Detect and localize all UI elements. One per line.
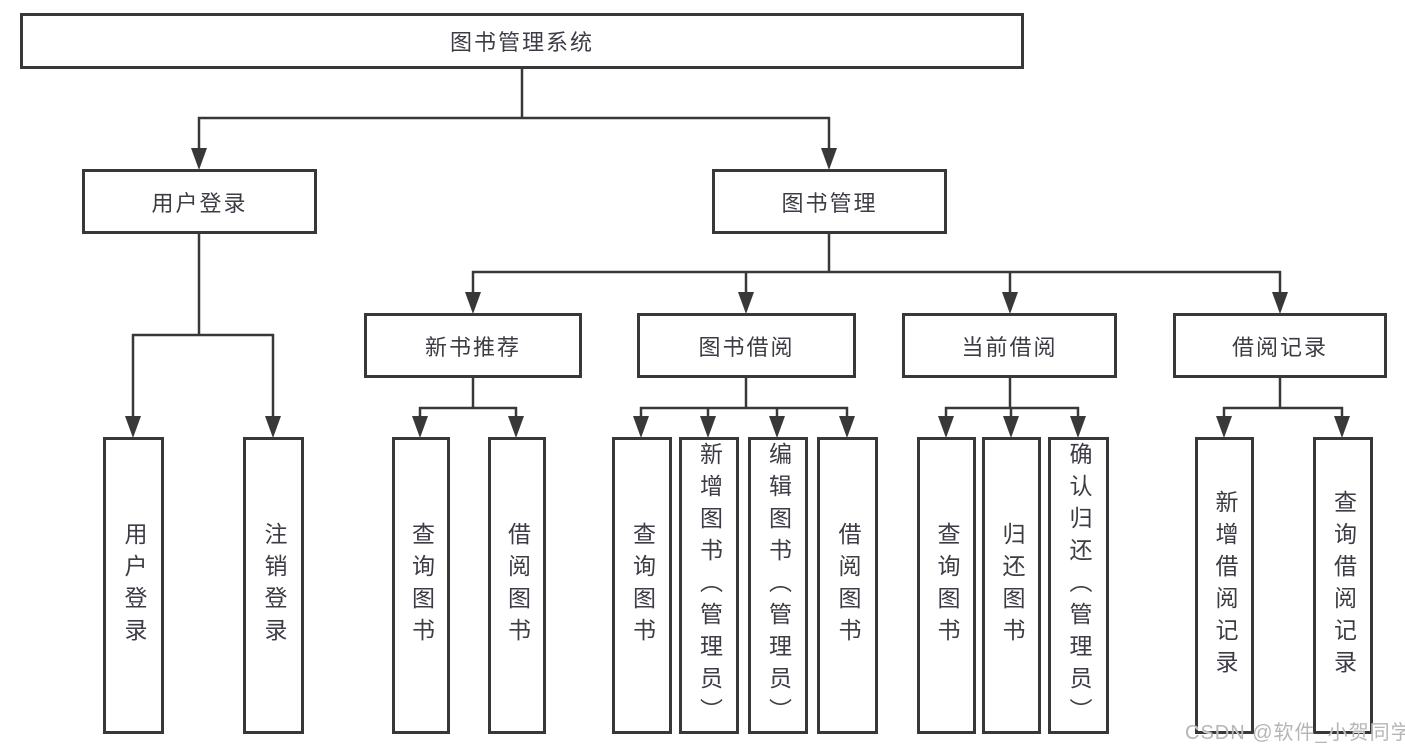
node-label: 借阅记录 bbox=[1231, 334, 1328, 360]
node-current-borrowing: 当前借阅 bbox=[902, 313, 1117, 378]
node-book-management: 图书管理 bbox=[712, 169, 947, 234]
arrowhead-icon bbox=[633, 416, 649, 438]
leaf-label: 查询图书 bbox=[629, 521, 656, 650]
arrowhead-icon bbox=[769, 416, 785, 438]
leaf-label: 查询借阅记录 bbox=[1330, 489, 1357, 682]
node-label: 图书借阅 bbox=[698, 334, 795, 360]
leaf-borrowing-add-books-admin: 新增图书（管理员） bbox=[679, 437, 739, 734]
connector-current-borrowing-branch bbox=[938, 377, 1086, 438]
leaf-label: 注销登录 bbox=[261, 521, 287, 650]
leaf-recommend-borrow-books: 借阅图书 bbox=[488, 437, 546, 734]
arrowhead-icon bbox=[125, 416, 141, 438]
arrowhead-icon bbox=[508, 416, 524, 438]
leaf-records-add-record: 新增借阅记录 bbox=[1195, 437, 1254, 734]
connector-user-login-branch bbox=[125, 233, 281, 438]
arrowhead-icon bbox=[1070, 416, 1086, 438]
leaf-current-query-books: 查询图书 bbox=[917, 437, 976, 734]
arrowhead-icon bbox=[465, 292, 481, 314]
node-book-borrowing: 图书借阅 bbox=[637, 313, 856, 378]
leaf-logout: 注销登录 bbox=[243, 437, 304, 734]
leaf-label: 归还图书 bbox=[999, 521, 1025, 650]
leaf-label: 编辑图书（管理员） bbox=[765, 441, 792, 730]
arrowhead-icon bbox=[700, 416, 716, 438]
arrowhead-icon bbox=[265, 416, 281, 438]
leaf-recommend-query-books: 查询图书 bbox=[392, 437, 450, 734]
arrowhead-icon bbox=[1002, 292, 1018, 314]
leaf-label: 确认归还（管理员） bbox=[1066, 441, 1092, 730]
arrowhead-icon bbox=[1216, 416, 1232, 438]
node-new-book-recommendation: 新书推荐 bbox=[364, 313, 582, 378]
arrowhead-icon bbox=[412, 416, 428, 438]
connector-borrowing-records-branch bbox=[1216, 377, 1350, 438]
leaf-records-query-record: 查询借阅记录 bbox=[1313, 437, 1373, 734]
node-borrowing-records: 借阅记录 bbox=[1173, 313, 1387, 378]
arrowhead-icon bbox=[821, 148, 837, 170]
node-label: 图书管理系统 bbox=[449, 30, 594, 55]
leaf-label: 用户登录 bbox=[121, 521, 147, 650]
leaf-borrowing-edit-books-admin: 编辑图书（管理员） bbox=[748, 437, 808, 734]
arrowhead-icon bbox=[1334, 416, 1350, 438]
arrowhead-icon bbox=[1272, 292, 1288, 314]
node-label: 用户登录 bbox=[151, 190, 248, 216]
arrowhead-icon bbox=[1003, 416, 1019, 438]
node-label: 新书推荐 bbox=[424, 334, 521, 360]
leaf-label: 借阅图书 bbox=[504, 521, 531, 650]
leaf-borrowing-query-books: 查询图书 bbox=[612, 437, 672, 734]
leaf-user-login: 用户登录 bbox=[103, 437, 164, 734]
connector-book-management-branch bbox=[465, 233, 1288, 314]
leaf-label: 借阅图书 bbox=[835, 521, 861, 650]
connector-root-branch bbox=[191, 68, 837, 170]
leaf-current-confirm-return-admin: 确认归还（管理员） bbox=[1048, 437, 1109, 734]
leaf-label: 新增借阅记录 bbox=[1212, 489, 1238, 682]
leaf-label: 查询图书 bbox=[934, 521, 960, 650]
leaf-label: 查询图书 bbox=[408, 521, 435, 650]
node-library-system: 图书管理系统 bbox=[20, 13, 1024, 69]
arrowhead-icon bbox=[738, 292, 754, 314]
node-user-login: 用户登录 bbox=[82, 169, 317, 234]
arrowhead-icon bbox=[839, 416, 855, 438]
connector-book-borrowing-branch bbox=[633, 377, 855, 438]
node-label: 当前借阅 bbox=[961, 334, 1058, 360]
arrowhead-icon bbox=[938, 416, 954, 438]
connector-new-book-branch bbox=[412, 377, 524, 438]
csdn-watermark: CSDN @软件_小贺同学 bbox=[1185, 722, 1405, 744]
arrowhead-icon bbox=[191, 148, 207, 170]
node-label: 图书管理 bbox=[781, 190, 878, 216]
leaf-borrowing-borrow-books: 借阅图书 bbox=[817, 437, 878, 734]
leaf-label: 新增图书（管理员） bbox=[696, 441, 723, 730]
leaf-current-return-books: 归还图书 bbox=[982, 437, 1041, 734]
